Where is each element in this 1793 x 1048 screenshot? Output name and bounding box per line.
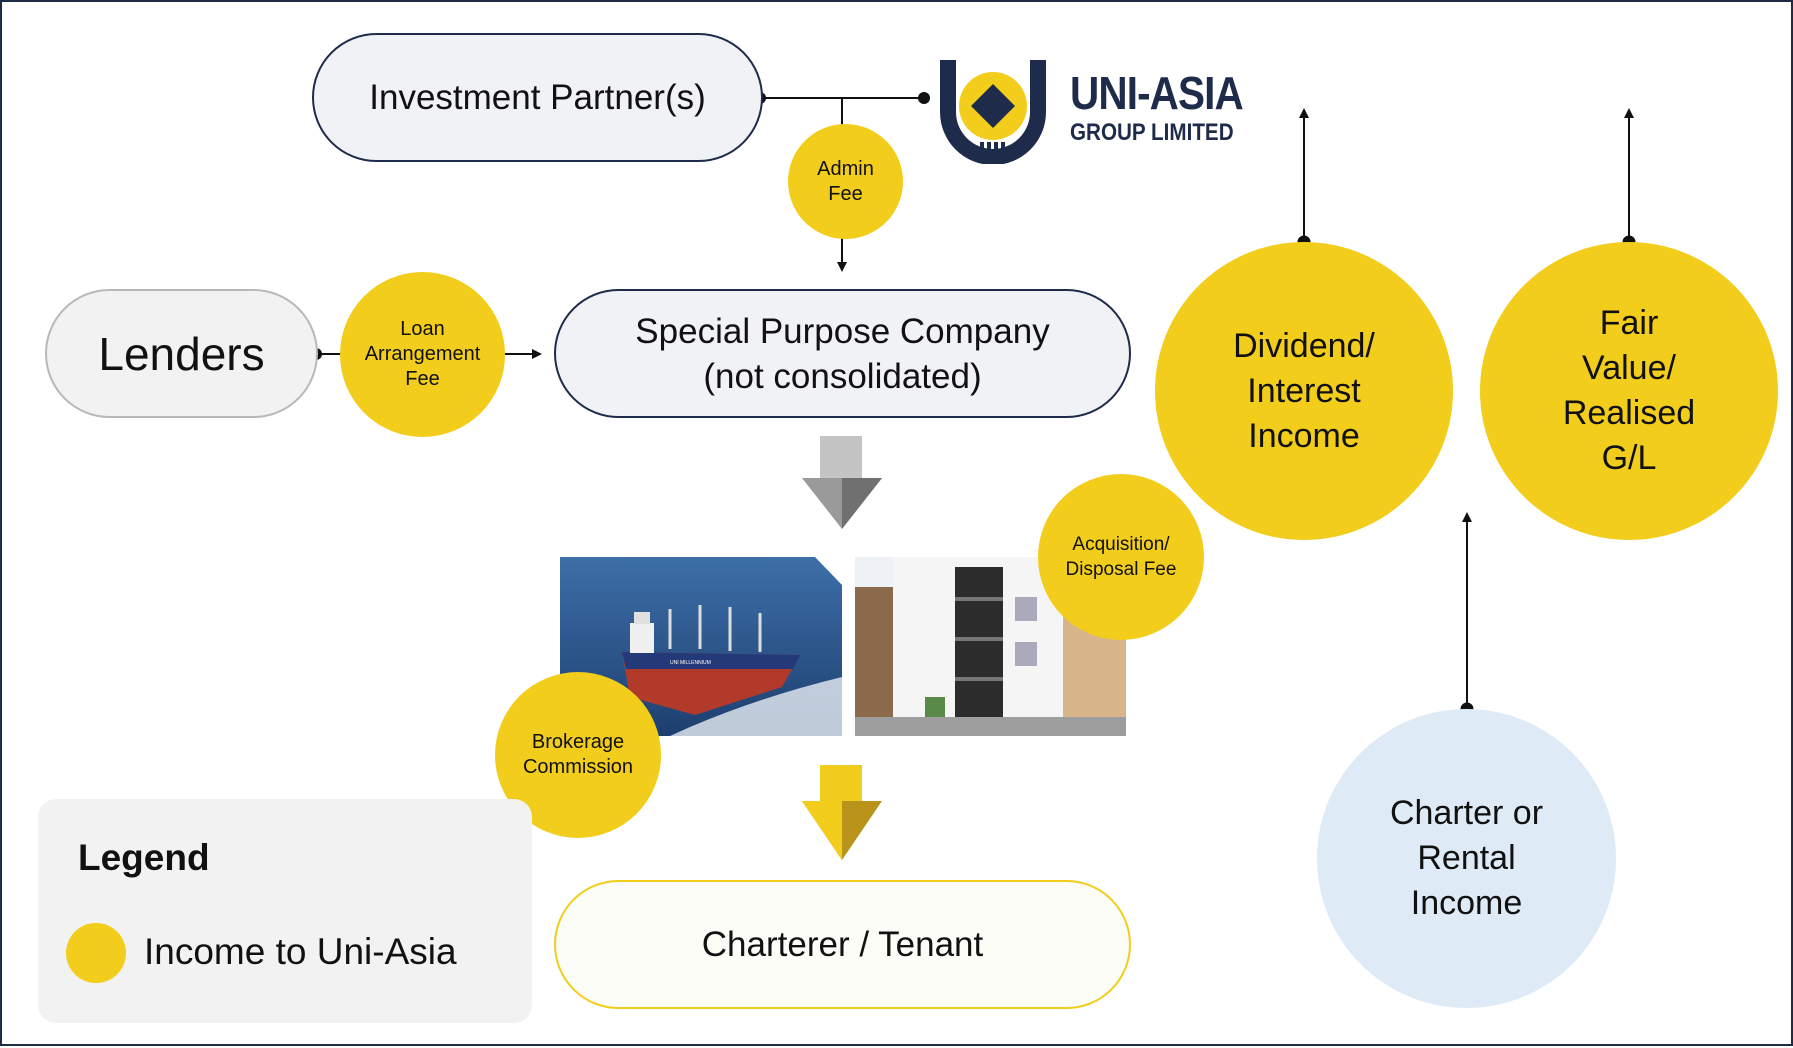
spc-label-line1: Special Purpose Company: [635, 311, 1050, 351]
investment-partners-label: Investment Partner(s): [369, 77, 706, 117]
uni-asia-logo-icon: [940, 60, 1046, 164]
charter-up-arrow: [1460, 512, 1474, 716]
dividend-up-arrow: [1297, 108, 1311, 249]
ship-name-text: UNI MILLENNIUM: [670, 660, 711, 666]
loan-arrangement-fee-label: Loan Arrangement Fee: [364, 318, 481, 390]
legend-item-label: Income to Uni-Asia: [144, 931, 457, 972]
investment-partners-node: Investment Partner(s): [312, 33, 763, 162]
legend-swatch-icon: [66, 923, 126, 983]
dividend-interest-income-label: Dividend/ Interest Income: [1233, 326, 1375, 455]
acquisition-disposal-fee-circle: Acquisition/ Disposal Fee: [1038, 474, 1204, 640]
acquisition-disposal-fee-label: Acquisition/ Disposal Fee: [1065, 534, 1177, 580]
legend-title: Legend: [78, 837, 210, 878]
brand-name: UNI-ASIA: [1070, 67, 1244, 119]
charterer-tenant-node: Charterer / Tenant: [554, 880, 1131, 1009]
loan-arrangement-fee-circle: Loan Arrangement Fee: [340, 272, 505, 437]
apartment-building-photo: [855, 557, 1126, 736]
lenders-node: Lenders: [45, 289, 318, 418]
charterer-tenant-label: Charterer / Tenant: [701, 924, 984, 964]
legend-box: Legend Income to Uni-Asia: [38, 799, 532, 1023]
admin-fee-label: Admin Fee: [817, 157, 874, 205]
special-purpose-company-node: Special Purpose Company (not consolidate…: [554, 289, 1131, 418]
down-arrow-icon: [802, 765, 882, 860]
admin-fee-circle: Admin Fee: [788, 124, 903, 239]
down-arrow-icon: [802, 436, 882, 529]
uni-asia-logo: UNI-ASIA GROUP LIMITED: [938, 54, 1278, 164]
fair-value-up-arrow: [1622, 108, 1636, 249]
brokerage-commission-label: Brokerage Commission: [522, 731, 634, 778]
fair-value-realised-circle: Fair Value/ Realised G/L: [1480, 242, 1778, 540]
charter-rental-income-circle: Charter or Rental Income: [1317, 709, 1616, 1008]
lenders-label: Lenders: [98, 327, 265, 380]
fair-value-realised-label: Fair Value/ Realised G/L: [1562, 304, 1696, 477]
charter-rental-income-label: Charter or Rental Income: [1389, 794, 1544, 922]
spc-label-line2: (not consolidated): [703, 356, 982, 396]
brand-subtitle: GROUP LIMITED: [1070, 119, 1234, 146]
dividend-interest-income-circle: Dividend/ Interest Income: [1155, 242, 1453, 540]
